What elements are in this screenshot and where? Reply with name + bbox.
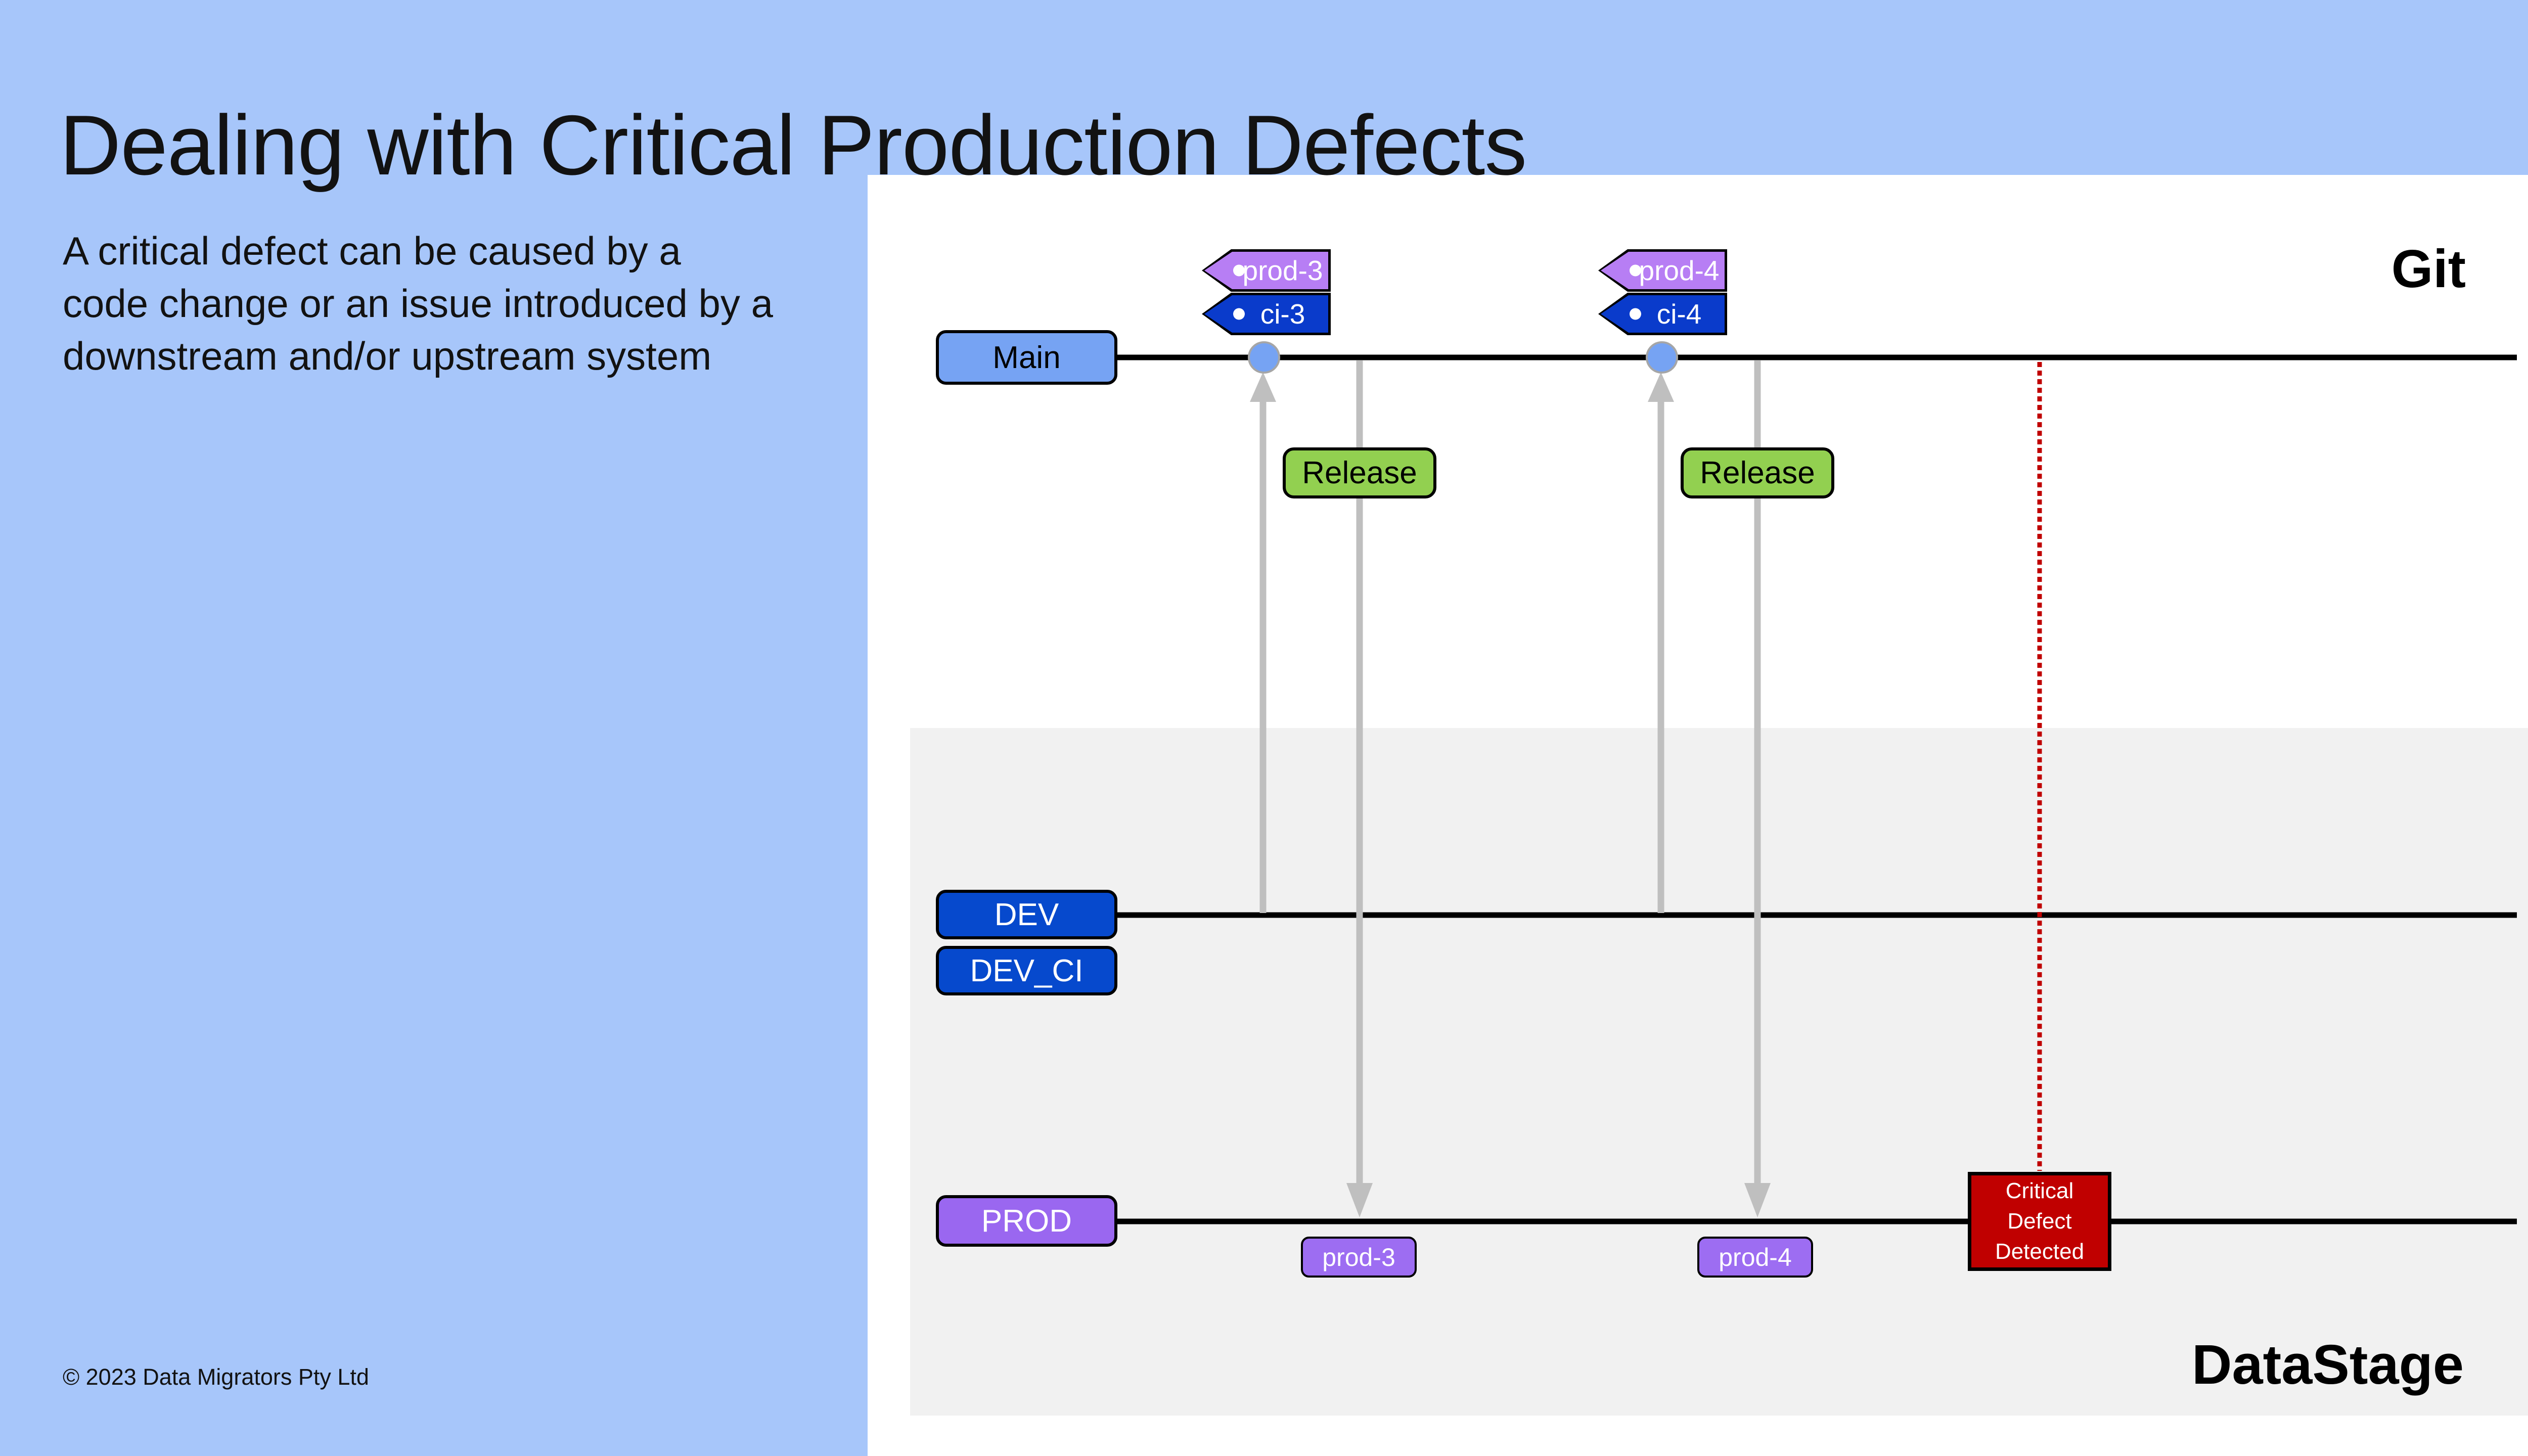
tag-ci-4: ci-4 (1598, 293, 1727, 335)
branch-label-dev-ci: DEV_CI (936, 946, 1117, 995)
branch-label-prod-text: PROD (981, 1203, 1072, 1239)
intro-text: A critical defect can be caused by a cod… (63, 224, 773, 382)
critical-defect-alert: Critical Defect Detected (1968, 1172, 2111, 1271)
commit-dot-2 (1646, 341, 1678, 374)
release-button-1: Release (1283, 447, 1436, 498)
tag-prod-3-text: prod-3 (1242, 255, 1323, 286)
branch-label-main-text: Main (992, 340, 1061, 375)
tag-ci-3: ci-3 (1202, 293, 1331, 335)
promote-arrow-1 (1250, 372, 1276, 913)
git-system-label: Git (2391, 239, 2466, 299)
intro-text-line-2: code change or an issue introduced by a (63, 281, 773, 326)
prod-deploy-tag-3-text: prod-3 (1322, 1243, 1395, 1271)
tag-ci-4-fill (1601, 295, 1725, 333)
tag-prod-4-text: prod-4 (1639, 255, 1720, 286)
page-title: Dealing with Critical Production Defects (60, 97, 1527, 193)
branch-label-dev: DEV (936, 890, 1117, 939)
branch-label-dev-ci-text: DEV_CI (970, 953, 1084, 988)
intro-text-line-3: downstream and/or upstream system (63, 334, 712, 378)
tag-hole-icon (1233, 264, 1245, 277)
tag-prod-4: prod-4 (1598, 249, 1727, 292)
prod-deploy-tag-3: prod-3 (1301, 1237, 1417, 1278)
prod-deploy-tag-4: prod-4 (1697, 1237, 1813, 1278)
datastage-system-label: DataStage (2192, 1334, 2464, 1396)
release-button-1-text: Release (1302, 456, 1417, 490)
tag-prod-3: prod-3 (1202, 249, 1331, 292)
promote-arrow-2 (1648, 372, 1674, 913)
prod-deploy-tag-4-text: prod-4 (1719, 1243, 1792, 1271)
branch-label-dev-text: DEV (994, 897, 1059, 932)
tag-ci-4-text: ci-4 (1656, 298, 1702, 330)
tag-hole-icon (1630, 308, 1641, 320)
datastage-panel-background (910, 728, 2528, 1416)
branch-label-prod: PROD (936, 1195, 1117, 1247)
tag-hole-icon (1233, 308, 1245, 320)
tag-prod-4-fill (1601, 252, 1725, 289)
tag-hole-icon (1630, 264, 1641, 277)
commit-dot-1 (1248, 341, 1280, 374)
critical-defect-alert-text: Critical Defect Detected (1995, 1178, 2085, 1264)
tag-ci-3-text: ci-3 (1260, 298, 1305, 330)
release-button-2: Release (1681, 447, 1834, 498)
footer-copyright: © 2023 Data Migrators Pty Ltd (63, 1364, 369, 1390)
branch-label-main: Main (936, 330, 1117, 385)
tag-ci-3-fill (1204, 295, 1328, 333)
tag-prod-3-fill (1204, 252, 1328, 289)
intro-text-line-1: A critical defect can be caused by a (63, 229, 681, 273)
release-button-2-text: Release (1700, 456, 1815, 490)
